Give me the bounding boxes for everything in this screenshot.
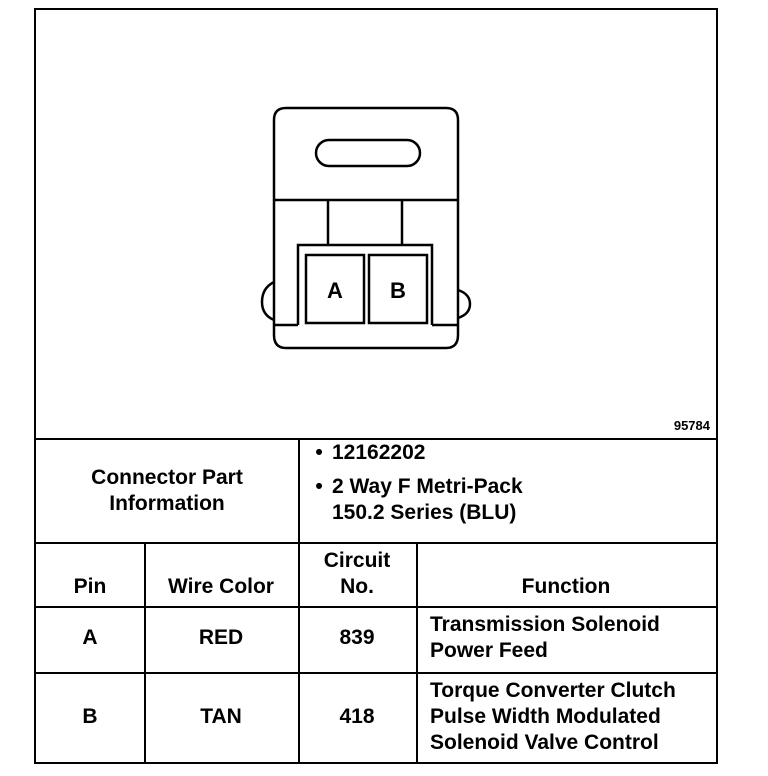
header-pin: Pin: [73, 575, 107, 598]
row-b-pin: B: [82, 705, 98, 728]
row-a-wire-color: RED: [198, 626, 244, 649]
pin-label-a: A: [327, 278, 343, 303]
connector-series: 2 Way F Metri-Pack 150.2 Series (BLU): [332, 475, 523, 524]
right-tab: [457, 288, 472, 320]
part-number: 12162202: [332, 441, 426, 464]
bullet-icon: •: [315, 475, 323, 498]
divider-header: [36, 606, 716, 608]
connector-info-list: • 12162202 • 2 Way F Metri-Pack 150.2 Se…: [306, 440, 676, 534]
bullet-icon: •: [315, 441, 323, 464]
header-circuit: Circuit No.: [323, 549, 391, 598]
connector-info-item: • 12162202: [306, 440, 676, 466]
pin-label-b: B: [390, 278, 406, 303]
row-b-circuit: 418: [339, 705, 375, 728]
pin-cavity-a: [304, 253, 366, 325]
connector-sheet: A B 95784 Connector Part Information: [34, 8, 718, 764]
cavity-housing: [296, 243, 434, 325]
connector-body: [272, 106, 460, 350]
connector-diagram: A B: [260, 106, 472, 350]
row-a-pin: A: [82, 626, 98, 649]
latch-slot: [314, 138, 422, 168]
figure-number: 95784: [673, 418, 710, 433]
divider-info: [36, 542, 716, 544]
row-b-function: Torque Converter Clutch Pulse Width Modu…: [430, 679, 676, 754]
left-tab: [260, 280, 275, 322]
divider-top: [36, 438, 716, 440]
row-a-circuit: 839: [339, 626, 375, 649]
connector-info-item: • 2 Way F Metri-Pack 150.2 Series (BLU): [306, 474, 676, 526]
row-b-wire-color: TAN: [200, 705, 242, 728]
divider-row: [36, 672, 716, 674]
pin-cavity-b: [367, 253, 429, 325]
connector-info-label: Connector Part Information: [91, 466, 243, 515]
row-a-function: Transmission Solenoid Power Feed: [430, 613, 660, 662]
header-wire-color: Wire Color: [168, 575, 274, 598]
header-function: Function: [521, 575, 611, 598]
